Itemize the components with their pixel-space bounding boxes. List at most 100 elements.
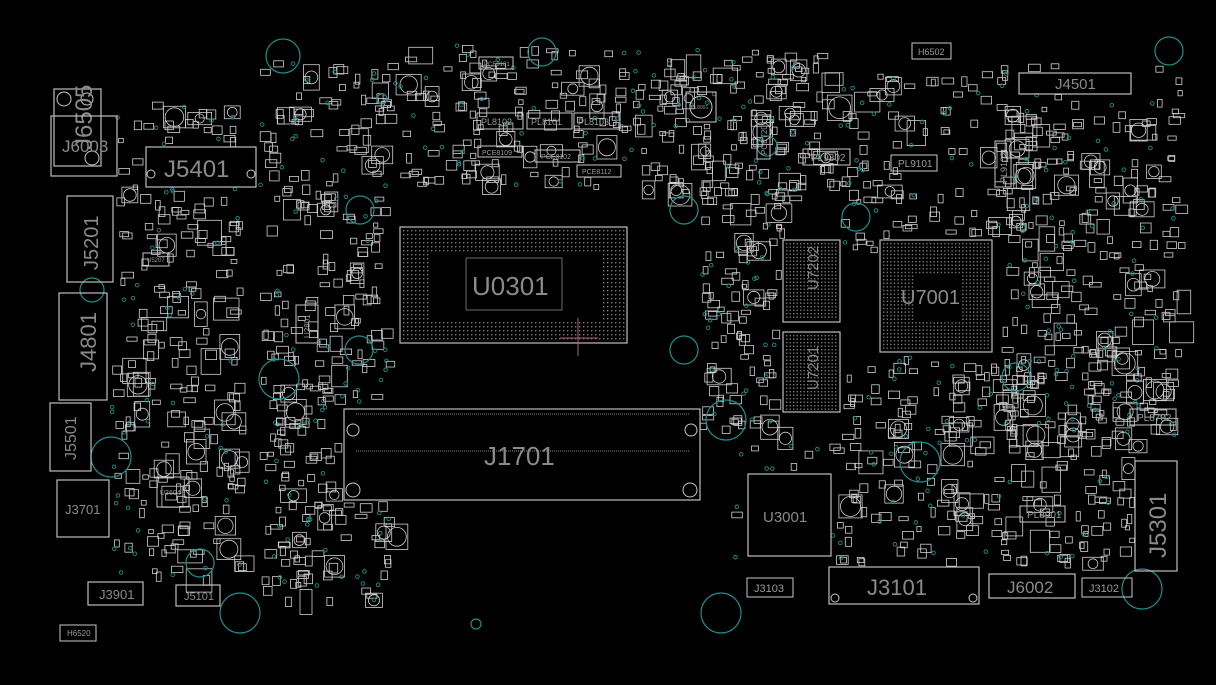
bga-pad [824,309,826,311]
component-pl8103[interactable]: PL8103 [573,112,621,130]
component-u3001[interactable]: U3001 [747,473,832,557]
component-j3102[interactable]: J3102 [1081,577,1133,598]
component-j5401[interactable]: J5401 [145,146,257,188]
component-h6502[interactable]: H6502 [911,42,952,60]
component-pl8102[interactable]: PL8102 [476,112,524,130]
bga-pad [810,338,812,340]
component-pce8112[interactable]: PCE8112 [576,164,622,178]
via [733,246,739,251]
bga-pad [619,230,621,232]
bga-pad [796,274,798,276]
component-j5501[interactable]: J5501 [49,402,92,472]
component-j3901[interactable]: J3901 [87,581,144,606]
component-h6520[interactable]: H6520 [59,624,97,642]
component-pl8101[interactable]: PL8101 [526,112,573,130]
bga-pad [443,334,445,336]
smd-component [904,422,913,430]
bga-pad [551,330,553,332]
bga-pad [427,302,429,304]
bga-pad [976,289,978,292]
bga-pad [599,326,601,328]
smd-component [482,178,501,196]
component-j5301[interactable]: J5301 [1134,460,1178,572]
component-j5101[interactable]: J5101 [175,584,221,607]
smd-component [702,283,710,293]
component-pce8102[interactable]: PCE8102 [534,149,581,163]
inductor-outline [670,184,682,197]
smd-component [284,355,296,366]
bga-pad [890,297,892,299]
bga-pad [987,318,989,320]
component-pce7201[interactable]: PCE7201 [756,114,771,160]
bga-pad [796,387,798,389]
component-j6002[interactable]: J6002 [988,573,1076,599]
bga-pad [447,326,449,328]
smd-component [1032,196,1040,205]
component-pce8109[interactable]: PCE8109 [477,145,523,158]
smd-component [1046,234,1055,243]
smd-component [731,291,741,302]
component-j3103[interactable]: J3103 [746,577,794,598]
bga-pad [831,295,833,297]
via [1036,420,1042,426]
smd-component [569,50,576,57]
inductor-outline [236,456,249,469]
component-pl9102[interactable]: PL9102 [994,140,1012,188]
smd-component [128,372,139,379]
component-pce8101[interactable]: PCE8101 [478,56,514,70]
component-j6003[interactable]: J6003 [50,115,118,177]
smd-component [415,93,427,101]
bga-pad [519,334,521,336]
component-j5201[interactable]: J5201 [66,195,114,283]
component-u7001[interactable]: U7001 [879,239,993,353]
bga-pad [973,275,975,277]
component-j3701[interactable]: J3701 [56,479,110,538]
smd-component [434,176,444,185]
component-u7202[interactable]: U7202 [782,239,841,323]
component-pl9302[interactable]: PL9302 [802,148,851,166]
smd-component [1022,390,1036,401]
component-u3604[interactable]: U3604 [156,476,190,508]
component-u7201[interactable]: U7201 [782,331,841,413]
bga-pad [411,282,413,284]
smd-component [1132,241,1142,249]
component-pl9101[interactable]: PL9101 [890,154,938,172]
bga-pad [503,234,505,236]
component-j3101[interactable]: J3101 [828,566,980,605]
smd-component [1095,187,1107,194]
smd-component [1101,388,1112,394]
bga-pad [419,238,421,240]
bga-pad [800,281,802,283]
inductor-outline [464,75,479,90]
bga-pad [415,274,417,276]
bga-pad [973,347,975,349]
bga-pad [459,238,461,240]
component-u0301[interactable]: U0301 [399,226,628,344]
component-pl8001[interactable]: PL8001 [685,91,717,123]
via [893,444,899,450]
smd-component [269,170,280,182]
via [209,118,214,123]
component-j4501[interactable]: J4501 [1018,72,1132,95]
bga-pad [587,330,589,332]
component-pl8901[interactable]: PL8901 [1019,505,1066,523]
component-u5207[interactable]: U5207 [142,252,170,267]
smd-component [1067,150,1074,162]
bga-pad [944,343,946,346]
via [274,458,279,464]
bga-pad [793,292,795,294]
component-j6505[interactable]: J6505 [53,85,102,167]
bga-pad [824,345,826,347]
bga-pad [983,286,986,288]
component-pl8702[interactable]: PL8702 [1129,408,1177,426]
inductor-outline [895,445,914,464]
smd-component [1167,135,1177,141]
bga-pad [427,338,429,340]
component-j1701[interactable]: J1701 [343,408,701,501]
smd-component [1022,424,1049,447]
bga-pad [824,408,826,410]
component-j4801[interactable]: J4801 [58,292,108,401]
component-u2801[interactable]: U2801 [295,304,319,344]
smd-component [1168,154,1176,162]
